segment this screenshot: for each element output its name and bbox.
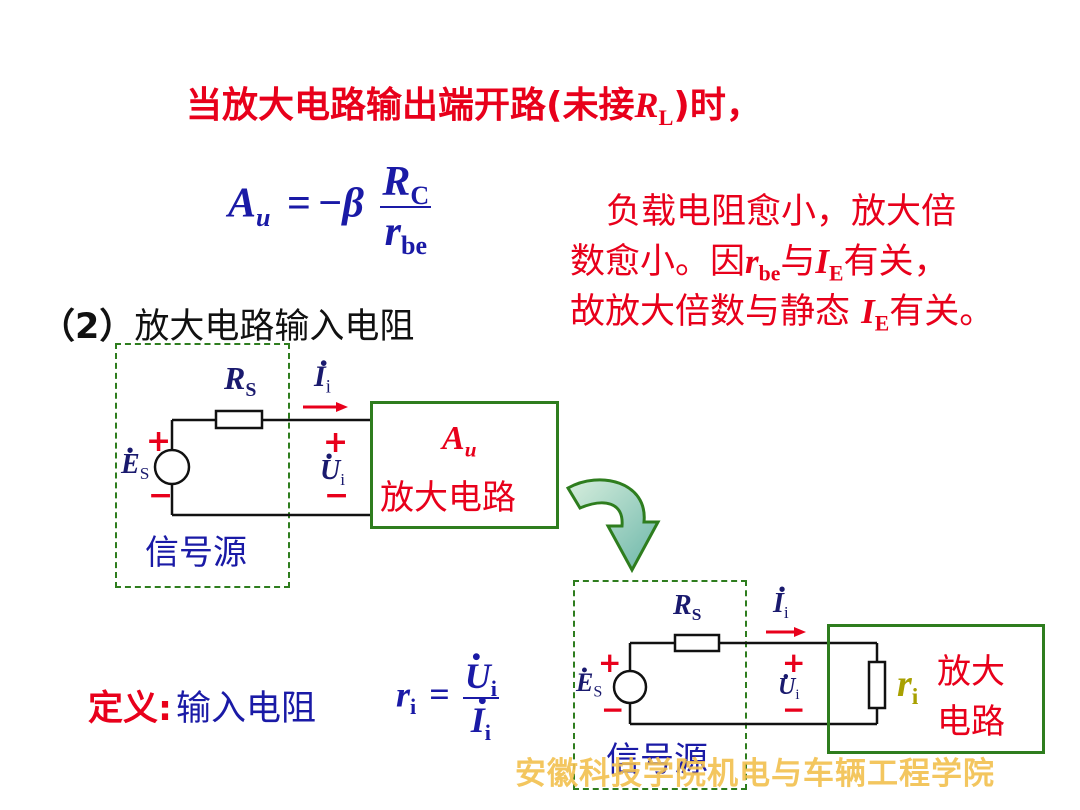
circuit1-au-label: Au: [442, 420, 477, 462]
circuit2-source-minus: −: [601, 693, 625, 726]
definition-numerator: U•i: [464, 644, 497, 701]
note-line-3: 故放大倍数与静态 IE有关。: [570, 292, 995, 336]
transition-arrow-icon: [565, 478, 661, 574]
circuit2-amp-label-2: 电路: [937, 702, 1005, 742]
circuit2-rs-label: RS: [673, 590, 702, 625]
circuit1-resistor: [214, 409, 264, 430]
circuit2-source-circle: [612, 669, 648, 705]
section-2-number: （2）: [40, 307, 135, 347]
circuit2-signal-source-box: [573, 580, 747, 790]
au-numerator: RC: [382, 159, 430, 211]
circuit2-ii-label: I•i: [773, 579, 789, 623]
circuit1-rs-label: RS: [224, 360, 257, 401]
section-2-heading: （2）放大电路输入电阻: [40, 298, 414, 349]
au-minus-beta: −β: [316, 180, 364, 227]
title-suffix: )时，: [673, 85, 762, 126]
definition-label: 定义: [88, 689, 159, 729]
circuit1-ui-minus: −: [324, 478, 350, 513]
definition-formula: ri = U•i I•i: [396, 644, 499, 745]
circuit1-es-label: E•S: [121, 440, 150, 484]
circuit2-amplifier-box: [827, 624, 1045, 754]
title-prefix: 当放大电路输出端开路(未接: [186, 85, 635, 126]
title-symbol-sub: L: [658, 104, 674, 130]
au-lhs: A: [228, 180, 257, 227]
circuit1-source-minus: −: [148, 478, 174, 513]
circuit1-ii-label: I•i: [314, 351, 331, 398]
title-symbol: R: [634, 85, 659, 125]
circuit1-ui-label: U•i: [320, 446, 346, 490]
au-lhs-sub: u: [256, 202, 271, 232]
circuit2-source-plus: +: [598, 646, 622, 679]
circuit2-ri-label: ri: [897, 663, 919, 711]
definition-text: 输入电阻: [176, 689, 317, 729]
circuit1-source-circle: [153, 448, 191, 486]
definition-colon: :: [158, 689, 173, 729]
circuit2-amp-label-1: 放大: [937, 652, 1005, 692]
circuit2-ui-minus: −: [782, 693, 806, 726]
title-line: 当放大电路输出端开路(未接RL)时，: [186, 76, 762, 128]
note-line-2: 数愈小。因rbe与IE有关，: [570, 242, 949, 286]
circuit2-resistor: [673, 633, 721, 653]
definition-line: 定义:输入电阻: [88, 680, 316, 731]
au-formula: Au =−β RC rbe: [228, 158, 432, 259]
definition-denominator: I•i: [462, 688, 499, 743]
section-2-text: 放大电路输入电阻: [134, 307, 415, 347]
circuit1-source-label: 信号源: [145, 533, 247, 573]
circuit2-es-label: E•S: [576, 660, 603, 701]
au-denominator: rbe: [380, 206, 432, 259]
circuit2-ri-resistor: [867, 660, 887, 710]
circuit1-signal-source-box: [115, 343, 290, 588]
circuit1-amplifier-box: [370, 401, 559, 529]
circuit2-ui-plus: +: [782, 646, 806, 679]
note-block: 负载电阻愈小，放大倍 数愈小。因rbe与IE有关， 故放大倍数与静态 IE有关。: [570, 188, 994, 337]
circuit2-source-label: 信号源: [606, 740, 708, 780]
watermark-text: 安徽科技学院机电与车辆工程学院: [515, 756, 995, 792]
circuit2-ui-label: U•i: [778, 666, 800, 704]
au-equals: =: [287, 180, 311, 227]
circuit1-amp-label: 放大电路: [380, 478, 516, 518]
circuit1-source-plus: +: [146, 424, 172, 459]
note-line-1: 负载电阻愈小，放大倍: [606, 192, 957, 232]
circuit1-ui-plus: +: [323, 425, 349, 460]
